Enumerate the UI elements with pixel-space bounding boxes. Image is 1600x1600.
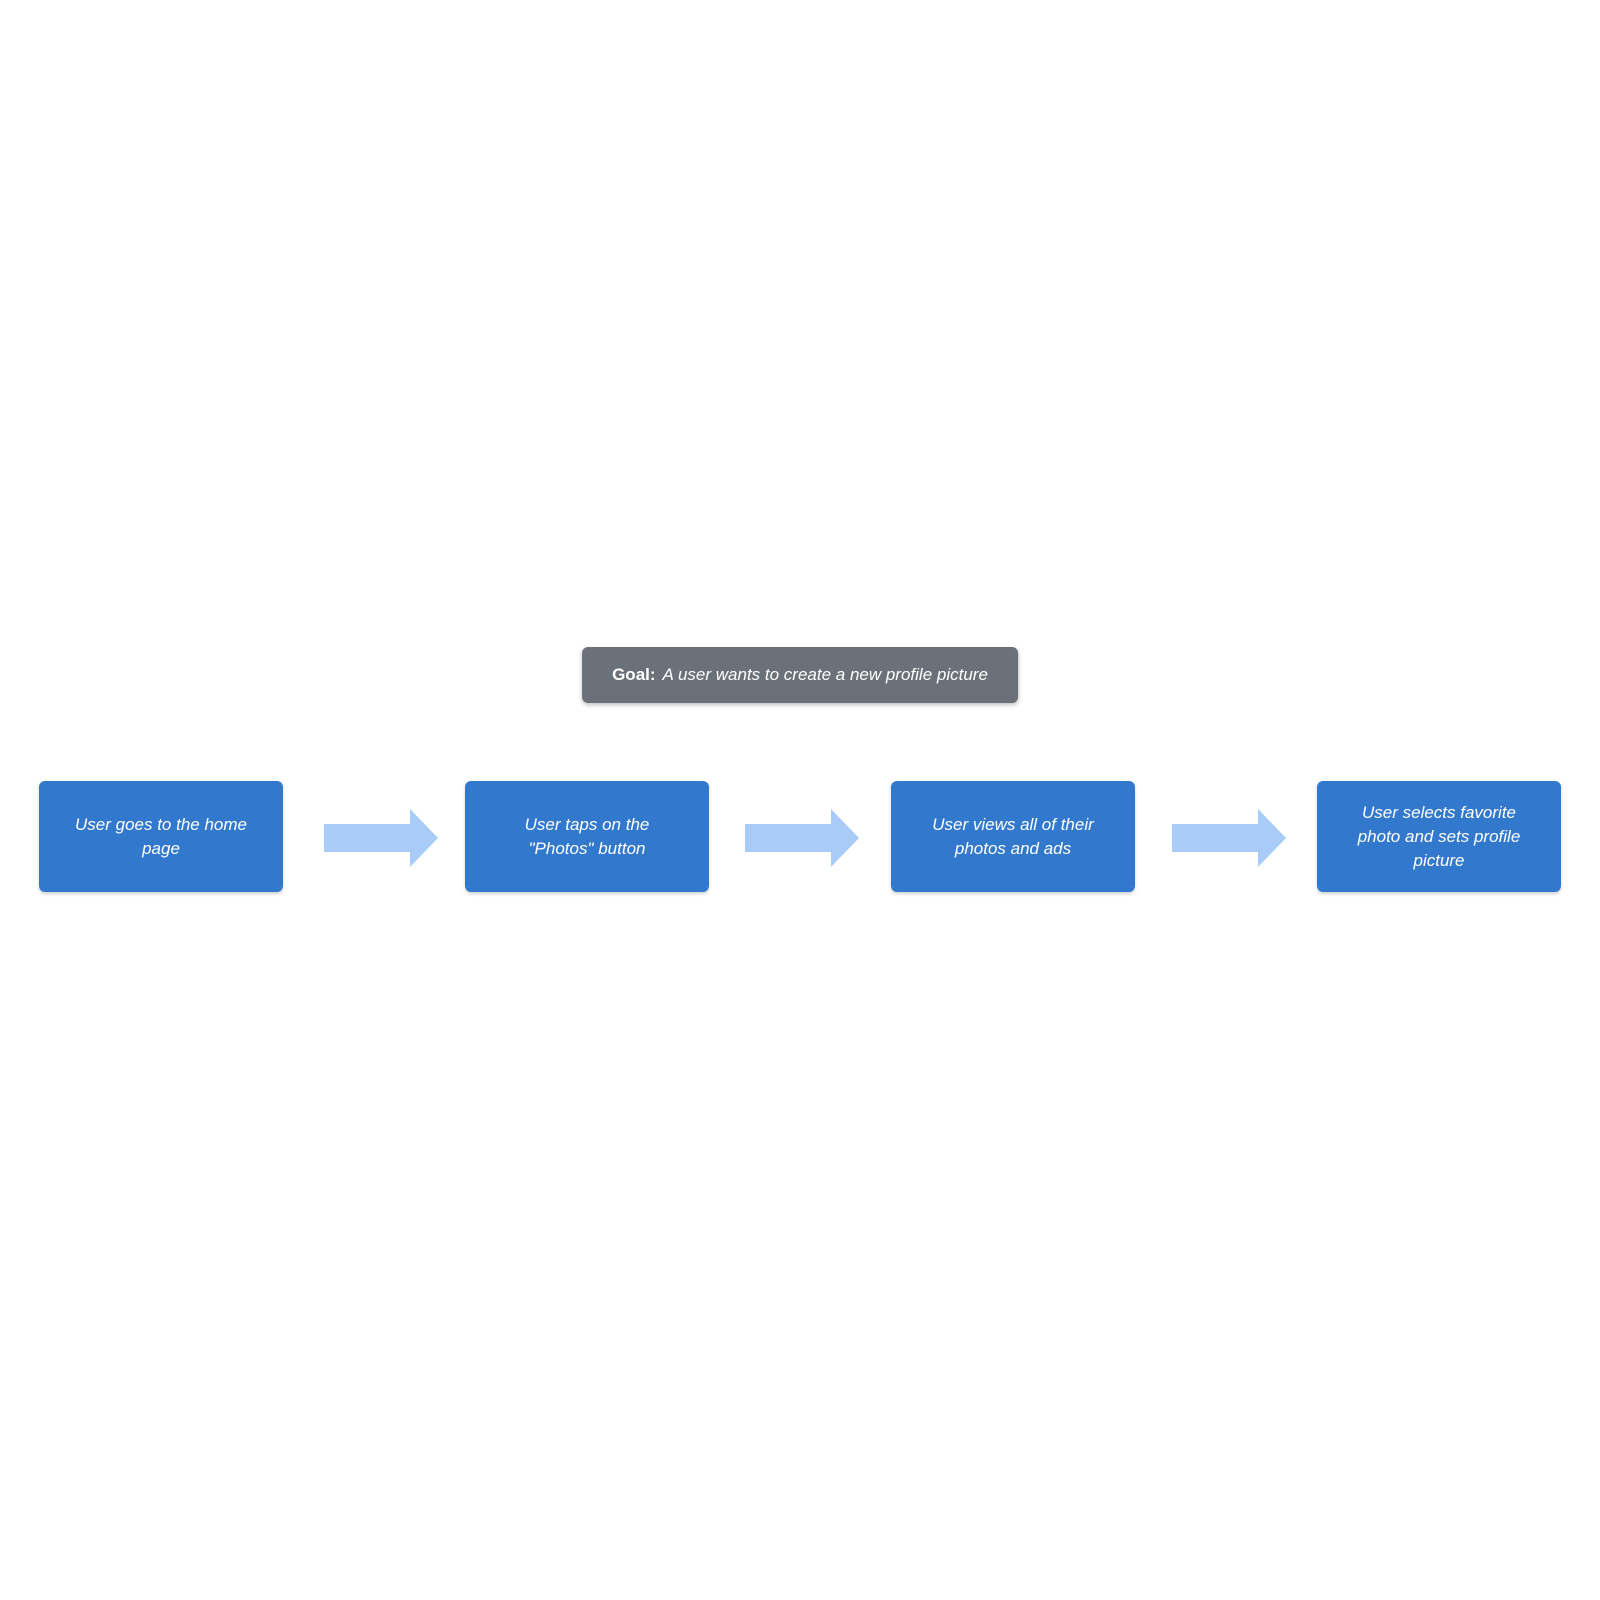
goal-banner: Goal: A user wants to create a new profi… [582,647,1018,703]
flow-step-3-label: User views all of their photos and ads [932,814,1094,858]
arrow-right-shape [745,809,859,867]
flow-step-4-label: User selects favorite photo and sets pro… [1357,802,1521,870]
flow-step-1-label: User goes to the home page [75,814,247,858]
flow-step-2: User taps on the "Photos" button [465,781,709,892]
arrow-right-shape [1172,809,1286,867]
goal-label: Goal: [612,665,656,684]
flow-arrow-1-icon [324,809,438,867]
flow-step-4: User selects favorite photo and sets pro… [1317,781,1561,892]
flow-arrow-2-icon [745,809,859,867]
flow-step-2-label: User taps on the "Photos" button [524,814,650,858]
goal-text: A user wants to create a new profile pic… [662,665,988,684]
arrow-right-shape [324,809,438,867]
flow-step-1: User goes to the home page [39,781,283,892]
flow-arrow-3-icon [1172,809,1286,867]
flow-step-3: User views all of their photos and ads [891,781,1135,892]
